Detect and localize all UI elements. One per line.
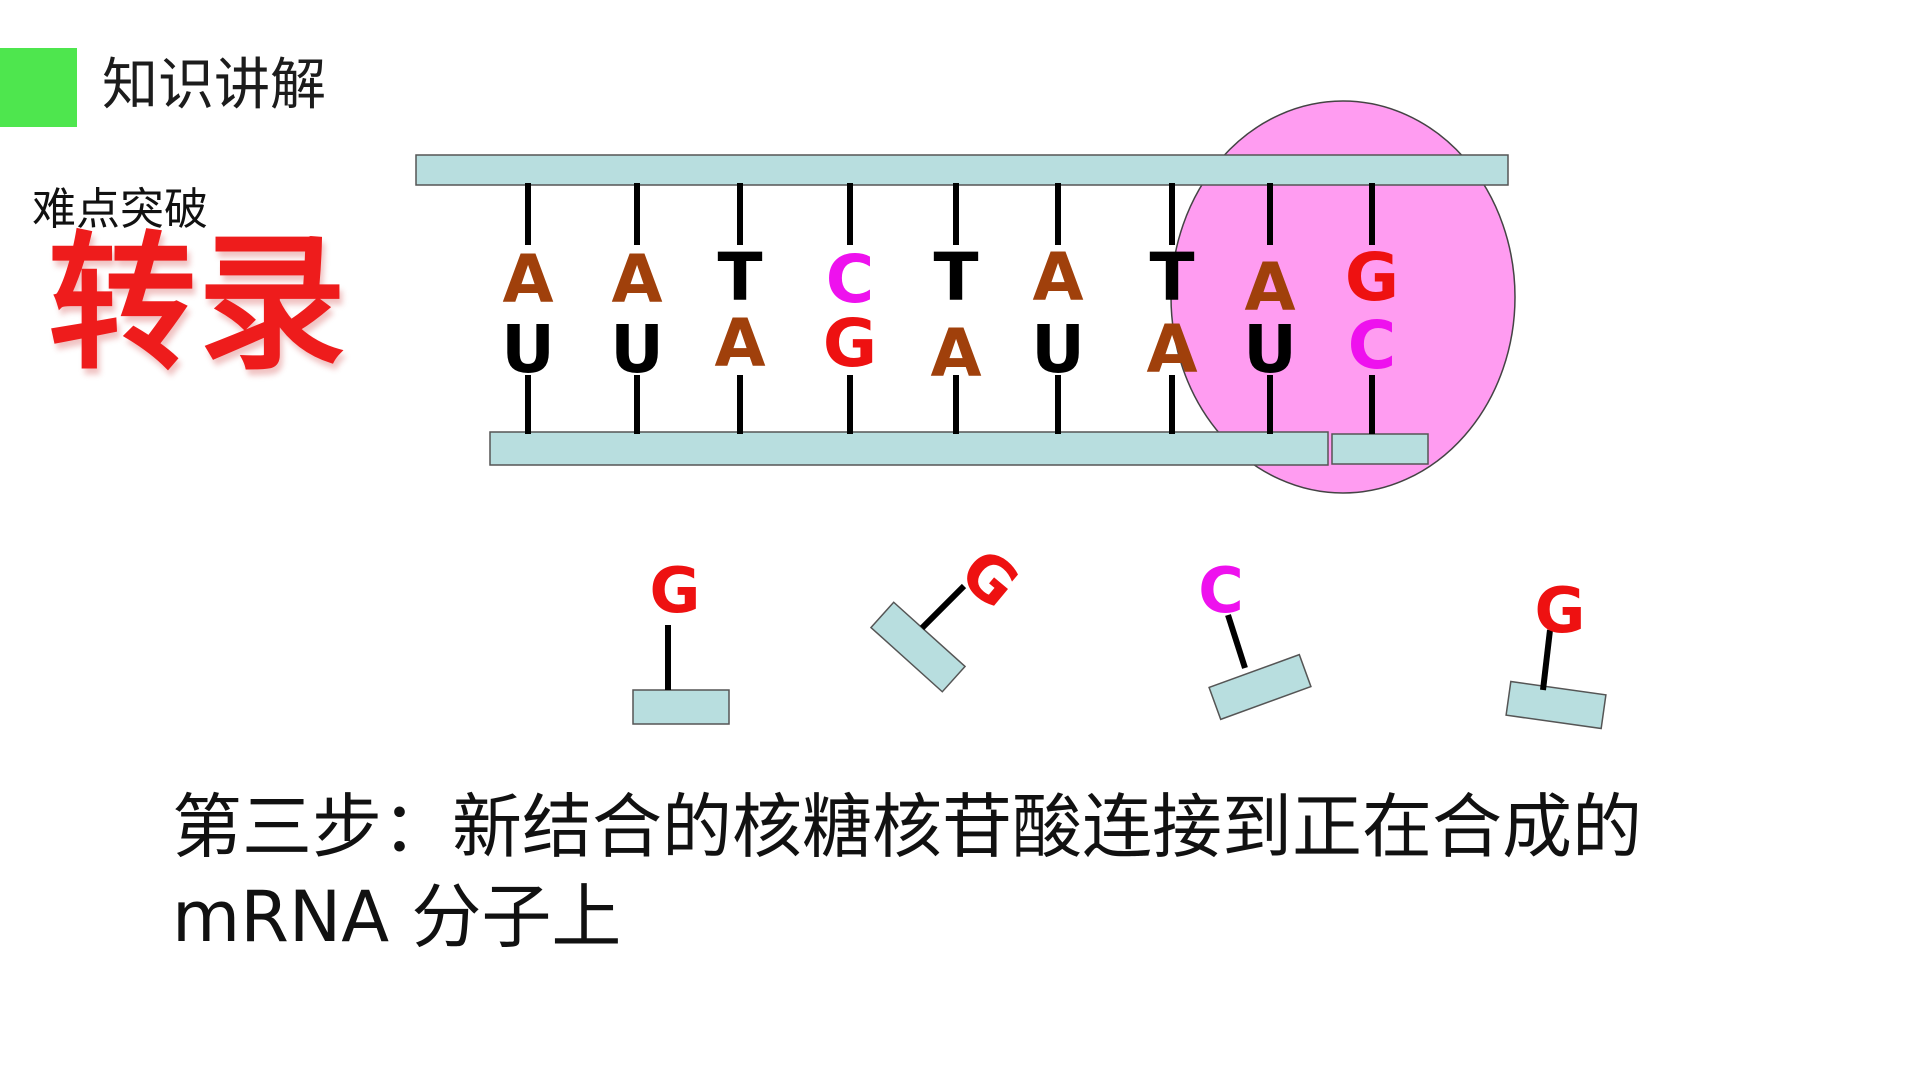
free-nucleotide-sugar [869, 601, 967, 693]
rna-base-c: C [1348, 307, 1396, 384]
dna-base-a: A [1032, 239, 1083, 316]
dna-base-a: A [611, 241, 662, 318]
free-nucleotide-sugar [1505, 680, 1607, 730]
free-base-c: C [1198, 554, 1244, 627]
dna-base-t: T [933, 239, 978, 316]
free-nucleotide: G [1505, 574, 1607, 730]
free-nucleotide-stem [1225, 614, 1248, 669]
rna-base-g: G [823, 305, 877, 382]
free-nucleotide: G [869, 534, 1033, 693]
caption-line-2: mRNA 分子上 [172, 876, 622, 958]
rna-base-u: U [1031, 311, 1085, 388]
dna-base-a: A [1244, 249, 1295, 326]
dna-template-strand [415, 154, 1509, 186]
big-title: 转录 [48, 218, 348, 390]
dna-base-a: A [502, 241, 553, 318]
free-base-g: G [650, 554, 701, 627]
dna-base-t: T [1149, 239, 1194, 316]
free-nucleotide: C [1198, 554, 1312, 721]
section-marker [0, 48, 77, 127]
subtitle: 难点突破 [32, 184, 208, 235]
dna-base-t: T [717, 239, 762, 316]
dna-base-c: C [826, 241, 874, 318]
dna-base-g: G [1345, 239, 1399, 316]
free-nucleotide-stem [1540, 629, 1553, 691]
free-base-g: G [947, 534, 1033, 623]
rna-polymerase-ellipse [1170, 100, 1516, 494]
rna-base-a: A [930, 315, 981, 392]
free-nucleotide: G [632, 554, 730, 725]
new-nucleotide-bar [1331, 433, 1429, 465]
free-nucleotide-sugar [632, 689, 730, 725]
rna-base-u: U [501, 311, 555, 388]
caption-line-1: 第三步：新结合的核糖核苷酸连接到正在合成的 [172, 786, 1642, 868]
free-nucleotide-stem [919, 583, 967, 631]
section-title: 知识讲解 [102, 53, 326, 118]
free-base-g: G [1535, 574, 1586, 647]
mrna-strand [489, 431, 1329, 466]
step-caption: 第三步：新结合的核糖核苷酸连接到正在合成的 mRNA 分子上 [172, 782, 1772, 962]
free-nucleotide-sugar [1208, 653, 1312, 721]
rna-base-a: A [714, 305, 765, 382]
rna-base-u: U [610, 311, 664, 388]
rna-base-u: U [1243, 311, 1297, 388]
rna-base-a: A [1146, 311, 1197, 388]
